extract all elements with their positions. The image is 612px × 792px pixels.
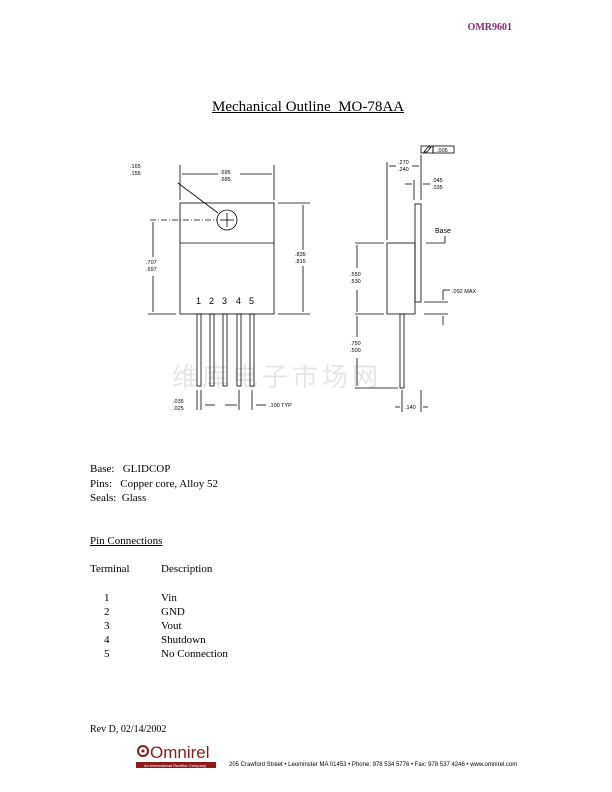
- dim-lead-offset: .140: [405, 405, 416, 411]
- dim-thickness-max: .270: [398, 160, 409, 166]
- description: Vin: [161, 592, 177, 604]
- logo-subtitle: An International Rectifier Company: [144, 763, 206, 768]
- side-tab: [414, 203, 422, 303]
- dim-flatness: .005: [437, 148, 448, 154]
- watermark: 维库电子市场网: [172, 363, 383, 392]
- dim-body-height-max: .550: [350, 272, 361, 278]
- mechanical-drawing: .165 .155 .695 .685 .707 .697 .835 .815 …: [130, 145, 476, 412]
- dim-thickness-min: .240: [398, 167, 409, 173]
- dim-lead-min: .500: [350, 348, 361, 354]
- dim-lead-max: .750: [350, 341, 361, 347]
- material-value: Copper core, Alloy 52: [120, 478, 219, 490]
- revision: Rev D, 02/14/2002: [90, 724, 167, 735]
- terminal: 2: [104, 606, 110, 618]
- dim-height-max: .835: [295, 252, 306, 258]
- description: No Connection: [161, 648, 228, 660]
- description: Shutdown: [161, 634, 206, 646]
- description: GND: [161, 606, 185, 618]
- side-lead: [399, 313, 405, 389]
- material-label: Pins:: [90, 478, 113, 490]
- description: Vout: [161, 620, 182, 632]
- material-label: Base:: [90, 463, 115, 475]
- company-address: 205 Crawford Street • Leominster MA 0145…: [229, 762, 518, 768]
- dim-height-min: .815: [295, 259, 306, 265]
- dim-hole-dia-min: .155: [130, 171, 141, 177]
- dim-body-height-min: .530: [350, 279, 361, 285]
- side-body: [386, 242, 416, 315]
- material-base: Base: GLIDCOP: [90, 463, 170, 475]
- col-description: Description: [161, 563, 213, 575]
- pin-number: 3: [222, 296, 227, 306]
- material-value: GLIDCOP: [122, 463, 171, 475]
- col-terminal: Terminal: [90, 563, 130, 575]
- dim-tab-max: .045: [432, 178, 443, 184]
- pin-number: 2: [209, 296, 214, 306]
- page-title: Mechanical Outline MO-78AA: [212, 99, 405, 115]
- terminal: 1: [104, 592, 110, 604]
- material-pins: Pins: Copper core, Alloy 52: [90, 478, 218, 490]
- material-seals: Seals: Glass: [90, 492, 146, 504]
- dim-hole-bottom-min: .697: [146, 267, 157, 273]
- front-pins: [196, 313, 255, 387]
- material-value: Glass: [121, 492, 147, 504]
- dim-pitch: .100 TYP: [269, 403, 292, 409]
- terminal: 5: [104, 648, 110, 660]
- dim-width-min: .685: [220, 177, 231, 183]
- pin-number: 5: [249, 296, 254, 306]
- dim-pin-width-min: .025: [173, 406, 184, 412]
- pin-number: 1: [196, 296, 201, 306]
- material-label: Seals:: [90, 492, 117, 504]
- dim-pin-width-max: .035: [173, 399, 184, 405]
- dim-tab-min: .035: [432, 185, 443, 191]
- dim-hole-dia-max: .165: [130, 164, 141, 170]
- logo-text: Omnirel: [150, 743, 210, 762]
- dim-step: .092 MAX: [452, 289, 476, 295]
- base-label: Base: [435, 228, 451, 235]
- terminal: 3: [104, 620, 110, 632]
- document-id: OMR9601: [467, 22, 512, 33]
- omnirel-logo: Omnirel An International Rectifier Compa…: [136, 743, 216, 768]
- dim-width-max: .695: [220, 170, 231, 176]
- dim-hole-bottom-max: .707: [146, 260, 157, 266]
- terminal: 4: [104, 634, 110, 646]
- pin-connections-heading: Pin Connections: [90, 535, 163, 547]
- pin-number: 4: [236, 296, 241, 306]
